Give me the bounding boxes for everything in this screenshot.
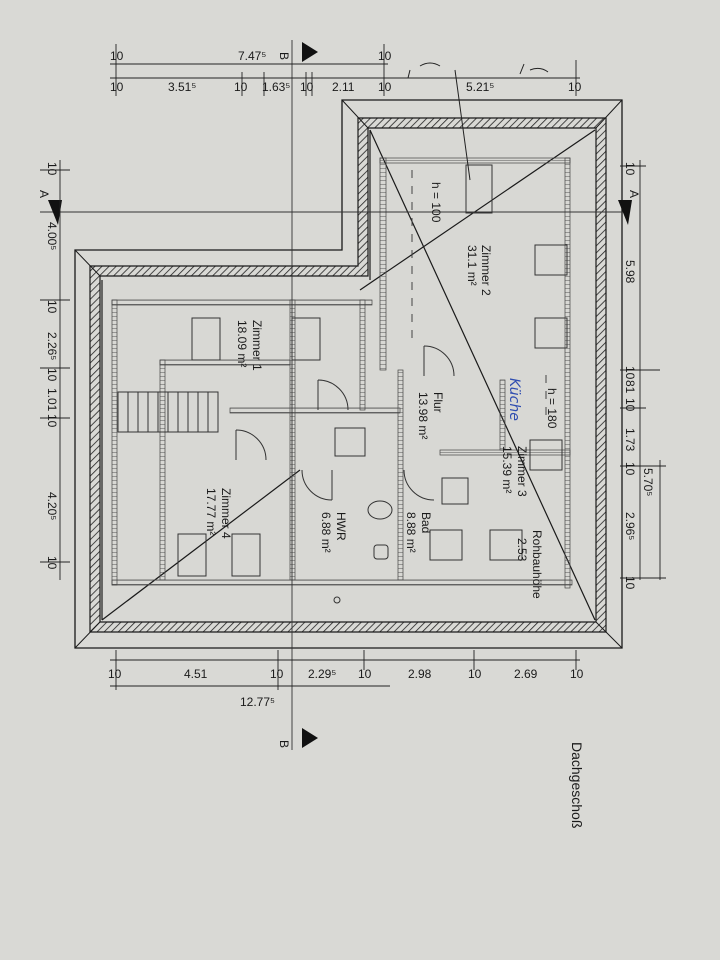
room-label-flur: Flur 13.98 m² <box>416 392 445 439</box>
zimmer3-name: Zimmer 3 <box>515 446 529 497</box>
dim-right-extra: 81 <box>623 380 637 394</box>
dim-bottom-4: 10 <box>358 667 372 681</box>
dim-bottom-2: 10 <box>270 667 284 681</box>
bad-name: Bad <box>419 512 433 533</box>
section-b-bottom-label: B <box>277 740 291 748</box>
zimmer1-area: 18.09 m² <box>235 320 249 367</box>
hwr-name: HWR <box>334 512 348 541</box>
zimmer3-area: 15.39 m² <box>500 446 514 493</box>
hwr-area: 6.88 m² <box>319 512 333 553</box>
dim-bottom-5: 2.98 <box>408 667 432 681</box>
dim-bottom-7: 2.69 <box>514 667 538 681</box>
zimmer2-height: h = 100 <box>429 182 443 223</box>
room-label-zimmer3: h = 180 Küche Zimmer 3 15.39 m² <box>500 378 559 497</box>
slope-height-lines <box>411 170 547 420</box>
zimmer4-area: 17.77 m² <box>204 488 218 535</box>
room-label-rohbau: Rohbauhöhe 2.53 <box>515 530 544 599</box>
dim-right-6: 10 <box>623 576 637 590</box>
interior-walls <box>111 157 573 589</box>
dim-right-0: 10 <box>623 162 637 176</box>
rohbau-name: Rohbauhöhe <box>530 530 544 599</box>
dim-top2-7: 5.21⁵ <box>466 80 494 94</box>
room-label-hwr: HWR 6.88 m² <box>319 512 348 553</box>
room-label-zimmer4: Zimmer 4 17.77 m² <box>204 488 233 539</box>
roof-windows <box>177 164 568 577</box>
zimmer4-name: Zimmer 4 <box>219 488 233 539</box>
zimmer3-height: h = 180 <box>545 388 559 429</box>
drawing-title: Dachgeschoß <box>569 742 585 828</box>
room-label-zimmer1: Zimmer 1 18.09 m² <box>235 320 264 371</box>
staircase <box>117 391 219 433</box>
dim-left-5: 1.01 <box>45 388 59 412</box>
dimension-lines <box>40 44 666 690</box>
dim-left-2: 10 <box>45 300 59 314</box>
building-outline <box>74 99 623 649</box>
dim-bottom-0: 10 <box>108 667 122 681</box>
flur-name: Flur <box>431 392 445 413</box>
dim-right-4: 10 <box>623 462 637 476</box>
dim-top2-5: 2.11 <box>332 80 355 94</box>
dim-left-7: 4.20⁵ <box>45 492 59 520</box>
room-label-bad: Bad 8.88 m² <box>404 512 433 553</box>
rohbau-value: 2.53 <box>515 538 529 562</box>
dim-left-1: 4.00⁵ <box>45 222 59 250</box>
section-lines <box>40 40 630 750</box>
section-a-right-label: A <box>627 190 641 198</box>
dim-top1-a: 10 <box>110 49 124 63</box>
dim-left-8: 10 <box>45 556 59 570</box>
dim-left-0: 10 <box>45 162 59 176</box>
dim-bottom-6: 10 <box>468 667 482 681</box>
bad-area: 8.88 m² <box>404 512 418 553</box>
dim-top2-1: 3.51⁵ <box>168 80 196 94</box>
dim-bottom-1: 4.51 <box>184 667 208 681</box>
dim-top2-6: 10 <box>378 80 392 94</box>
section-b-top-label: B <box>277 52 291 60</box>
dim-top2-2: 10 <box>234 80 248 94</box>
flur-area: 13.98 m² <box>416 392 430 439</box>
dim-top2-4: 10 <box>300 80 314 94</box>
dim-right-2: 10 <box>623 366 637 380</box>
dim-top2-3: 1.63⁵ <box>262 80 290 94</box>
dim-bottom-3: 2.29⁵ <box>308 667 336 681</box>
dim-right-3: 1.73 <box>623 428 637 452</box>
section-markers <box>48 42 632 748</box>
dim-bottom-8: 10 <box>570 667 584 681</box>
zimmer2-name: Zimmer 2 <box>479 245 493 296</box>
dim-top2-0: 10 <box>110 80 124 94</box>
dim-top2-8: 10 <box>568 80 582 94</box>
dim-right-1: 5.98 <box>623 260 637 284</box>
zimmer2-area: 31.1 m² <box>465 245 479 286</box>
dim-right-outer: 5.70⁵ <box>641 468 655 496</box>
section-a-left-label: A <box>37 190 51 198</box>
dim-right-2b: 10 <box>623 398 637 412</box>
dim-top1-b: 7.47⁵ <box>238 49 266 63</box>
bathroom-fixtures <box>333 477 469 604</box>
handwritten-marks <box>407 62 549 181</box>
dim-left-4: 10 <box>45 368 59 382</box>
zimmer1-name: Zimmer 1 <box>250 320 264 371</box>
dim-top1-c: 10 <box>378 49 392 63</box>
room-label-zimmer2: Zimmer 2 31.1 m² h = 100 <box>429 182 493 296</box>
door-swings <box>235 345 455 501</box>
dim-bottom-total: 12.77⁵ <box>240 695 275 709</box>
dim-right-5: 2.96⁵ <box>623 512 637 540</box>
dim-left-3: 2.26⁵ <box>45 332 59 360</box>
dim-left-6: 10 <box>45 414 59 428</box>
zimmer3-note: Küche <box>506 378 522 421</box>
